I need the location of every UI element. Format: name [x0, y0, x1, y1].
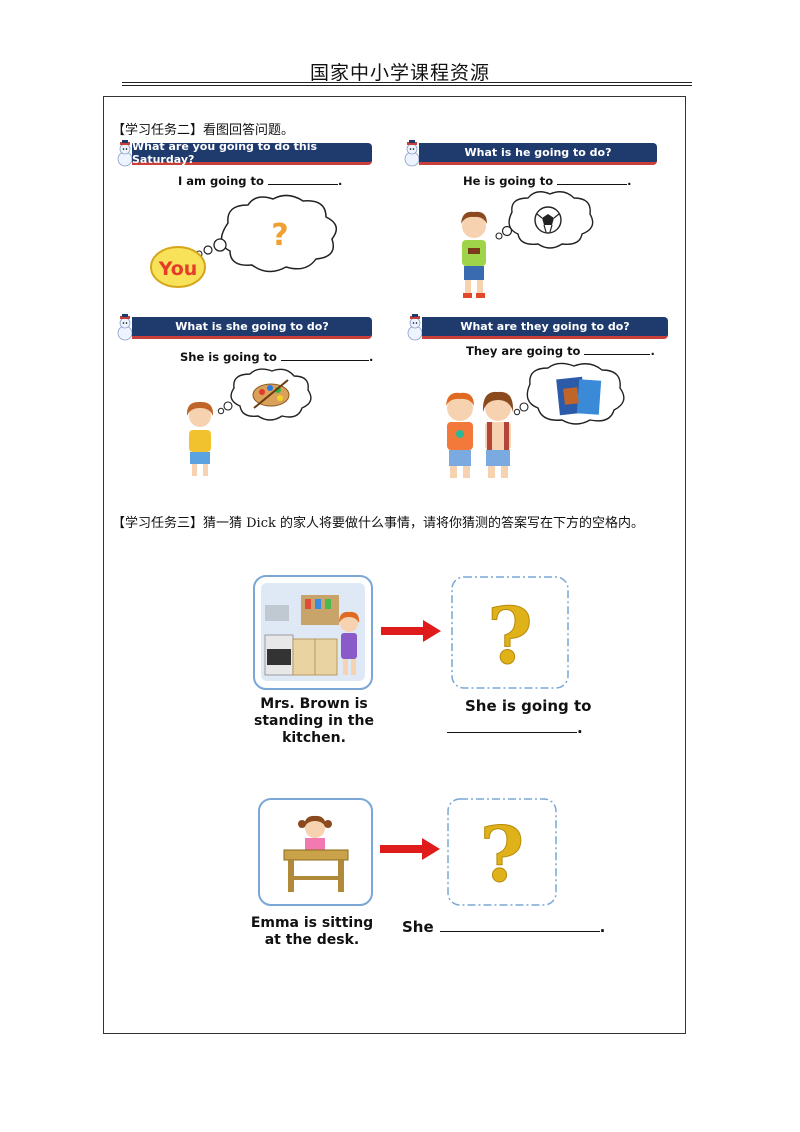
answer-blank-4[interactable] — [584, 343, 651, 355]
answer-suffix-1: . — [337, 174, 343, 188]
guess-card-1: ? — [451, 576, 569, 689]
girl-painting-illustration — [186, 368, 312, 476]
answer-1-blank[interactable] — [447, 721, 577, 733]
answer-2-blank[interactable] — [439, 920, 600, 932]
answer-2-suffix: . — [599, 918, 606, 936]
caption-2: Emma is sitting at the desk. — [232, 915, 392, 949]
answer-suffix-3: . — [368, 350, 374, 364]
thought-question-mark: ? — [271, 218, 288, 253]
answer-suffix-4: . — [650, 344, 655, 358]
answer-line-3: She is going to. — [180, 349, 373, 364]
page-header-title: 国家中小学课程资源 — [309, 62, 490, 84]
snowman-icon — [117, 140, 133, 167]
answer-prefix-4: They are going to — [466, 344, 581, 358]
kitchen-scene-card — [253, 575, 373, 690]
answer-1-suffix: . — [577, 719, 583, 737]
snowman-icon — [404, 140, 420, 167]
caption-1: Mrs. Brown is standing in the kitchen. — [230, 696, 398, 747]
desk-scene-card — [258, 798, 373, 906]
question-banner-2: What is he going to do? — [419, 143, 657, 165]
answer-blank-2[interactable] — [557, 173, 628, 185]
caption-2-line2: at the desk. — [264, 932, 360, 948]
answer-1: She is going to . — [447, 697, 591, 737]
answer-prefix-2: He is going to — [463, 174, 554, 188]
arrow-right-icon — [381, 620, 441, 642]
question-mark-icon: ? — [480, 810, 525, 899]
snowman-icon — [117, 314, 133, 341]
header-rule — [122, 82, 692, 83]
snowman-icon — [407, 314, 423, 341]
answer-line-2: He is going to. — [463, 173, 632, 188]
answer-suffix-2: . — [627, 174, 632, 188]
header-rule-thin — [122, 85, 692, 86]
answer-2: She. — [402, 918, 605, 936]
question-banner-3: What is she going to do? — [132, 317, 372, 339]
caption-1-line2: standing in the kitchen. — [254, 713, 374, 746]
you-badge: You — [158, 258, 198, 280]
content-frame — [103, 96, 686, 1034]
task3-title: 【学习任务三】猜一猜 Dick 的家人将要做什么事情，请将你猜测的答案写在下方的… — [112, 516, 645, 531]
caption-1-line1: Mrs. Brown is — [260, 696, 368, 712]
answer-2-prefix: She — [402, 918, 434, 936]
question-banner-4: What are they going to do? — [422, 317, 668, 339]
question-banner-1: What are you going to do this Saturday? — [132, 140, 372, 166]
answer-line-4: They are going to. — [466, 343, 655, 358]
answer-blank-3[interactable] — [280, 349, 369, 361]
answer-1-prefix: She is going to — [465, 697, 592, 715]
question-mark-icon: ? — [487, 591, 533, 682]
guess-card-2: ? — [447, 798, 557, 906]
answer-prefix-1: I am going to — [178, 174, 264, 188]
boy-football-illustration — [461, 191, 594, 298]
caption-2-line1: Emma is sitting — [250, 915, 374, 931]
kids-book-illustration — [446, 362, 625, 478]
task2-title: 【学习任务二】看图回答问题。 — [112, 123, 295, 138]
answer-prefix-3: She is going to — [180, 350, 277, 364]
you-thought-illustration: ? You — [150, 194, 338, 288]
answer-blank-1[interactable] — [267, 173, 338, 185]
answer-line-1: I am going to. — [178, 173, 342, 188]
arrow-right-icon — [380, 838, 440, 860]
